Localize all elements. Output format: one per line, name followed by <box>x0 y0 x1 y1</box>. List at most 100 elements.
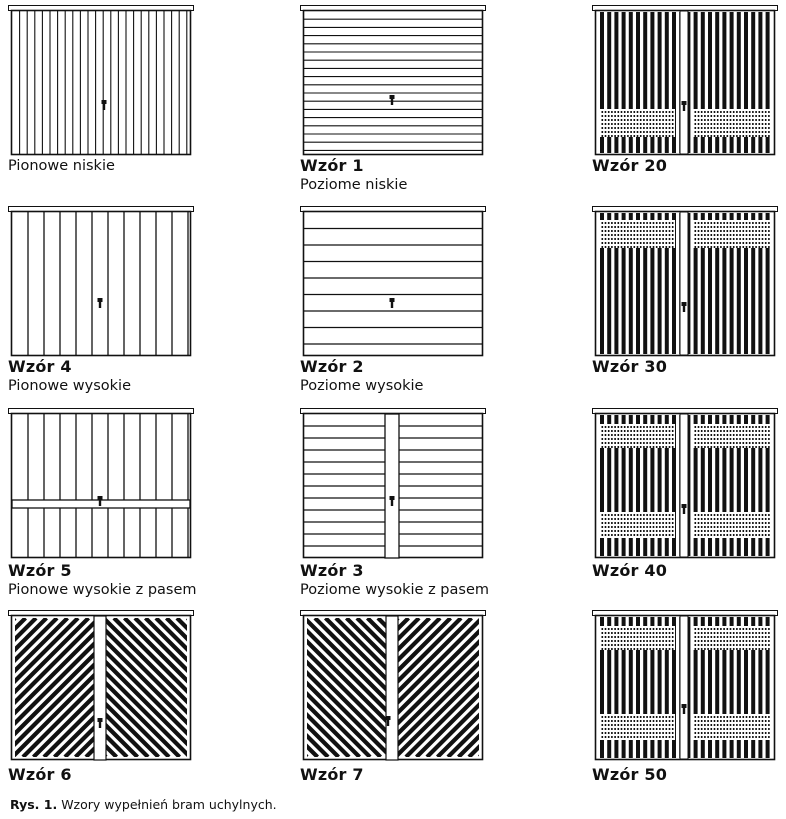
slat-bar <box>664 12 669 153</box>
slat-bar <box>736 12 741 153</box>
handle-icon <box>389 298 395 308</box>
slat-bar <box>614 415 619 556</box>
door-name: Wzór 50 <box>592 765 668 784</box>
door-drawing <box>8 206 194 357</box>
door-description: Pionowe wysokie z pasem <box>8 582 197 598</box>
handle-icon <box>681 504 687 514</box>
door-frame <box>10 412 192 559</box>
handle-icon <box>681 101 687 111</box>
door-drawing <box>8 408 194 559</box>
slat-bar <box>614 12 619 153</box>
slat-bar <box>744 617 748 758</box>
door-frame <box>302 9 484 156</box>
door-frame <box>10 210 192 357</box>
slat-bar <box>729 12 734 153</box>
slat-bar <box>736 617 741 758</box>
door-item-wzor-3: Wzór 3 Poziome wysokie z pasem <box>300 408 560 608</box>
slat-bar <box>600 213 604 354</box>
door-drawing <box>8 610 194 761</box>
slat-bar <box>628 213 633 354</box>
center-stile <box>679 211 689 356</box>
slat-bar <box>700 213 705 354</box>
slat-bar <box>751 415 756 556</box>
vent-grille <box>600 512 675 538</box>
door-drawing <box>592 408 778 559</box>
slat-bar <box>657 12 662 153</box>
slat-bar <box>607 12 612 153</box>
slat-bar <box>722 213 727 354</box>
slat-bar <box>636 12 640 153</box>
slat-bar <box>628 415 633 556</box>
diagonal-slats <box>307 618 386 757</box>
slat-bar <box>650 415 655 556</box>
slat-bar <box>700 415 705 556</box>
slat-bar <box>751 12 756 153</box>
door-fill <box>15 615 187 761</box>
slat-bar <box>672 213 676 354</box>
slat-bar <box>736 213 741 354</box>
slat-bar <box>765 213 770 354</box>
center-stile <box>385 615 399 761</box>
door-name: Wzór 40 <box>592 561 668 580</box>
door-item-pionowe-niskie: Pionowe niskie <box>8 5 268 205</box>
vent-grille <box>693 424 770 448</box>
slat-bar <box>744 213 748 354</box>
slat-bar <box>708 415 712 556</box>
handle-icon <box>97 298 103 308</box>
slat-bar <box>657 415 662 556</box>
slat-bar <box>621 617 626 758</box>
vent-grille <box>600 220 675 248</box>
vent-grille <box>693 626 770 650</box>
slat-bar <box>758 617 763 758</box>
door-item-wzor-7: Wzór 7 <box>300 610 560 810</box>
door-drawing <box>300 610 486 761</box>
handle-icon <box>681 302 687 312</box>
slat-bar <box>614 617 619 758</box>
vertical-slats <box>600 615 770 760</box>
vent-grille <box>600 424 675 448</box>
vertical-slats <box>600 211 770 356</box>
slat-bar <box>600 617 604 758</box>
slat-bar <box>744 415 748 556</box>
handle-icon <box>389 95 395 105</box>
vent-grille <box>693 714 770 740</box>
slat-bar <box>700 12 705 153</box>
door-drawing <box>300 5 486 156</box>
slat-bar <box>708 12 712 153</box>
slat-bar <box>607 415 612 556</box>
slat-bar <box>722 12 727 153</box>
door-item-wzor-40: Wzór 40 <box>592 408 786 608</box>
door-name: Wzór 3 <box>300 561 364 580</box>
slat-bar <box>736 415 741 556</box>
slat-bar <box>722 617 727 758</box>
slat-bar <box>621 12 626 153</box>
door-name: Wzór 30 <box>592 357 668 376</box>
diagonal-slats <box>15 618 94 757</box>
door-frame <box>10 9 192 156</box>
slat-bar <box>715 617 720 758</box>
door-drawing <box>592 610 778 761</box>
door-description: Pionowe niskie <box>8 158 115 174</box>
slat-bar <box>607 213 612 354</box>
slat-bar <box>758 12 763 153</box>
slat-bar <box>650 617 655 758</box>
vent-grille <box>600 626 675 650</box>
slat-bar <box>657 213 662 354</box>
handle-icon <box>97 496 103 506</box>
slat-bar <box>672 12 676 153</box>
slat-bar <box>765 617 770 758</box>
center-stile <box>93 615 107 761</box>
door-name: Wzór 4 <box>8 357 72 376</box>
diagonal-slats <box>106 618 187 757</box>
figure-caption: Rys. 1. Wzory wypełnień bram uchylnych. <box>10 797 277 812</box>
center-stile <box>679 615 689 760</box>
vertical-slats <box>600 413 770 558</box>
door-description: Poziome wysokie z pasem <box>300 582 489 598</box>
slat-bar <box>614 213 619 354</box>
figure-caption-text: Wzory wypełnień bram uchylnych. <box>61 797 277 812</box>
slat-bar <box>715 213 720 354</box>
slat-bar <box>693 415 698 556</box>
slat-bar <box>751 213 756 354</box>
